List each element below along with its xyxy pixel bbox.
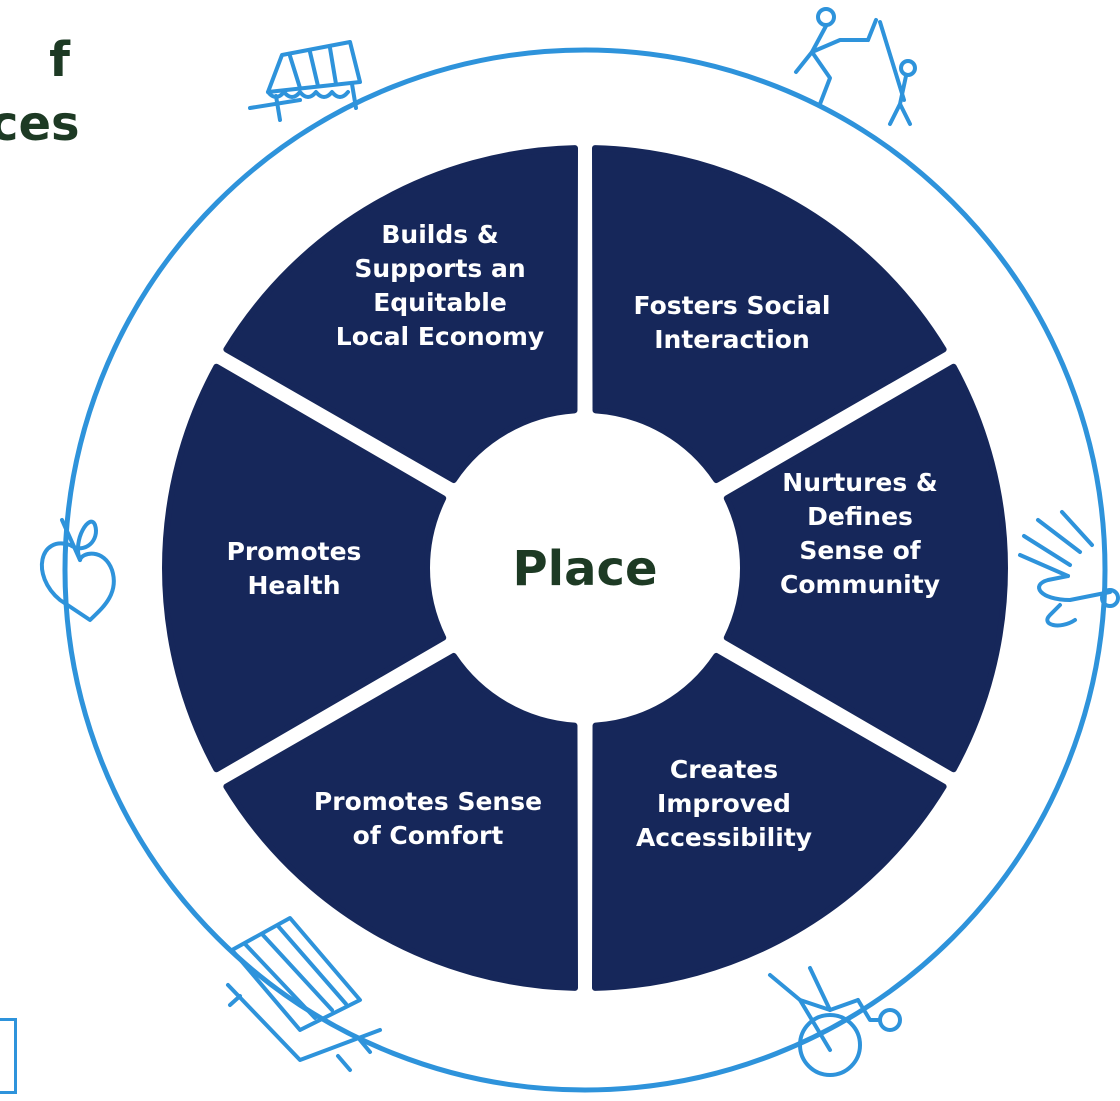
segment-local-economy-label-line: Builds & bbox=[381, 220, 498, 249]
segment-sense-of-community bbox=[723, 363, 1008, 773]
edge-bracket-mark bbox=[0, 1018, 17, 1094]
family-icon bbox=[794, 7, 917, 126]
segment-social-interaction-label-line: Fosters Social bbox=[634, 291, 831, 320]
segment-accessibility-label-line: Creates bbox=[670, 755, 778, 784]
segment-local-economy-label-line: Supports an bbox=[354, 254, 525, 283]
segment-sense-of-community-label-line: Community bbox=[780, 570, 940, 599]
segment-sense-of-comfort-label-line: of Comfort bbox=[353, 821, 504, 850]
heart-icon bbox=[40, 518, 116, 622]
segment-local-economy-label-line: Equitable bbox=[373, 288, 507, 317]
segment-local-economy-label-line: Local Economy bbox=[336, 322, 544, 351]
awning-icon bbox=[248, 40, 362, 122]
segment-accessibility bbox=[591, 652, 947, 991]
segment-health-label-line: Promotes bbox=[227, 537, 362, 566]
segment-sense-of-comfort bbox=[223, 652, 579, 991]
center-label: Place bbox=[512, 541, 657, 597]
page-title: f ces bbox=[0, 28, 80, 156]
bench-icon bbox=[226, 916, 382, 1072]
outer-ring bbox=[62, 47, 1108, 1093]
segment-social-interaction bbox=[591, 145, 947, 484]
title-line-1: f bbox=[49, 32, 70, 88]
segment-health-label-line: Health bbox=[247, 571, 340, 600]
hand-icon bbox=[1018, 510, 1120, 628]
wheelchair-icon bbox=[768, 966, 902, 1077]
segment-sense-of-comfort-label: Promotes Sense of Comfort bbox=[314, 787, 542, 850]
segment-sense-of-community-label-line: Nurtures & bbox=[782, 468, 937, 497]
segment-accessibility-label-line: Improved bbox=[657, 789, 791, 818]
segment-local-economy bbox=[223, 145, 579, 484]
segment-sense-of-community-label-line: Sense of bbox=[799, 536, 921, 565]
title-line-2: ces bbox=[0, 96, 80, 152]
center-hub bbox=[435, 418, 735, 718]
segment-sense-of-community-label-line: Defines bbox=[807, 502, 913, 531]
segment-sense-of-comfort-label-line: Promotes Sense bbox=[314, 787, 542, 816]
segment-social-interaction-label-line: Interaction bbox=[654, 325, 810, 354]
segment-health bbox=[162, 363, 447, 773]
segment-accessibility-label-line: Accessibility bbox=[636, 823, 812, 852]
